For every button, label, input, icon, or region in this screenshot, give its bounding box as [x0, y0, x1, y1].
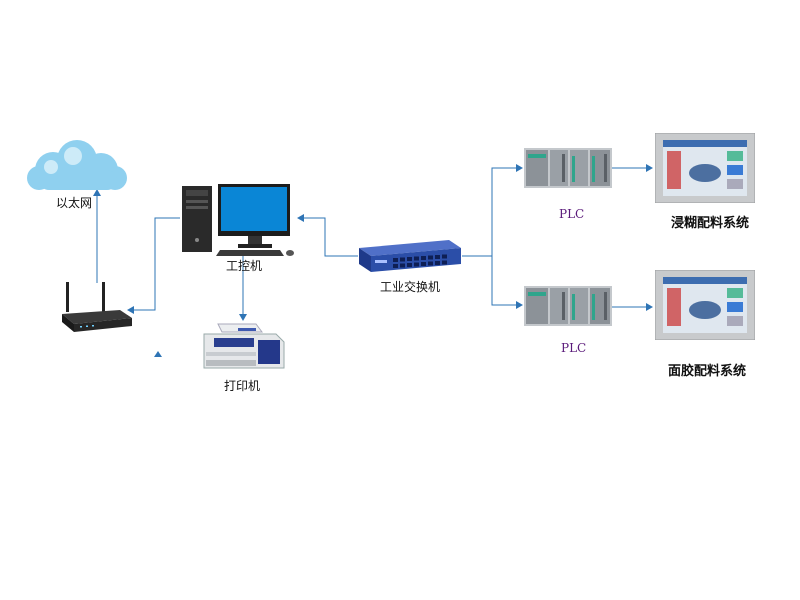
router-icon: [58, 280, 136, 342]
network-switch-icon: [355, 238, 465, 280]
printer-icon: [198, 322, 288, 380]
industrial-switch-label: 工业交换机: [380, 280, 441, 294]
system-top-label: 浸糊配料系统: [671, 216, 750, 231]
hmi-panel-icon: [654, 132, 756, 207]
plc-icon: [524, 146, 612, 194]
switch-to-pc-line: [297, 214, 358, 257]
switch-to-plc-top-line: [462, 164, 523, 257]
hmi-panel-icon: [654, 269, 756, 344]
plc-top-label: PLC: [559, 207, 585, 221]
system-bottom-label: 面胶配料系统: [668, 364, 747, 379]
computer-icon: [180, 182, 298, 262]
printer-label: 打印机: [224, 379, 261, 393]
cloud-icon: [25, 140, 130, 199]
plc-icon: [524, 284, 612, 332]
pc-to-router-line: [127, 217, 180, 314]
industrial-pc-label: 工控机: [226, 259, 263, 273]
ethernet-label: 以太网: [56, 196, 93, 210]
stray-arrow-mark: [154, 351, 162, 357]
switch-to-plc-bottom-line: [491, 256, 523, 309]
plc-bottom-label: PLC: [561, 341, 587, 355]
